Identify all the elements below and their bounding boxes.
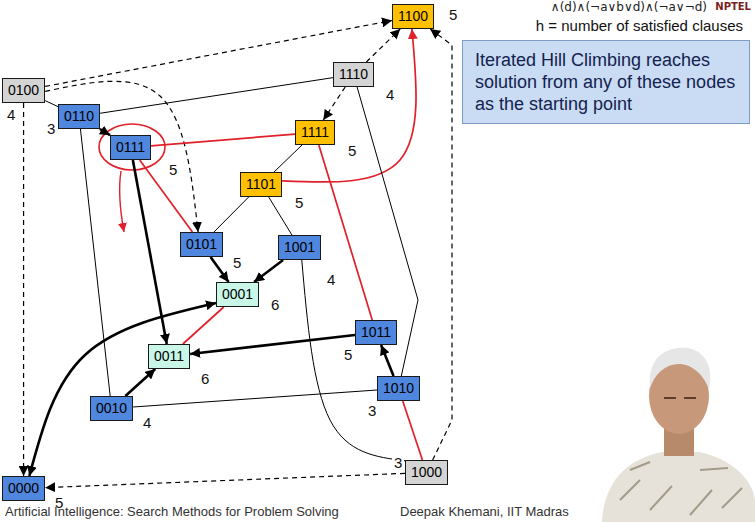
heuristic-value: 5 [346, 143, 358, 159]
hair [650, 348, 711, 390]
heuristic-value: 5 [293, 195, 305, 211]
state-label: 1100 [398, 8, 428, 25]
state-box: 01015 [180, 232, 223, 257]
restart-arrow [430, 29, 452, 460]
shirt-pattern [620, 462, 742, 515]
neighbour-edge [100, 78, 333, 114]
heuristic-value: 6 [199, 371, 211, 387]
state-label: 0100 [8, 82, 39, 99]
restart-arrow [45, 81, 198, 232]
note-text: Iterated Hill Climbing reaches solution … [475, 49, 737, 115]
state-box: 10014 [278, 235, 321, 260]
state-label: 1010 [383, 380, 414, 397]
highlighted-edge [140, 160, 193, 232]
restart-arrow [23, 103, 24, 476]
climb-move-arrow [190, 335, 355, 354]
heuristic-value: 4 [5, 107, 17, 123]
neighbour-edge [133, 390, 377, 407]
state-label: 1001 [284, 239, 315, 256]
shirt [602, 452, 755, 522]
state-box: 10003 [405, 460, 448, 485]
climb-move-arrow [100, 129, 110, 135]
state-box: 01103 [58, 104, 100, 129]
state-box: 00005 [2, 476, 45, 501]
neighbour-edge [45, 101, 58, 107]
heuristic-value: 5 [342, 347, 354, 363]
state-label: 0010 [96, 400, 127, 417]
state-label: 0110 [64, 108, 94, 125]
highlighted-edge [282, 29, 416, 182]
neighbour-edge [269, 197, 292, 235]
climb-move-arrow [381, 345, 393, 376]
state-label: 1101 [246, 176, 276, 193]
footer-title: Artificial Intelligence: Search Methods … [5, 504, 339, 519]
neighbour-edge [274, 145, 302, 172]
formula-text: ∧(d)∧(¬a∨b∨d)∧(¬a∨¬d) [551, 0, 707, 14]
state-box: 01004 [2, 78, 45, 103]
state-label: 1110 [339, 66, 368, 83]
state-box: 00104 [90, 396, 133, 421]
highlighted-edge [183, 307, 224, 344]
restart-arrow [45, 21, 392, 87]
footer-author: Deepak Khemani, IIT Madras [400, 504, 569, 519]
neighbour-edge [214, 197, 249, 232]
state-box: 11104 [333, 62, 374, 87]
state-label: 0111 [116, 139, 145, 156]
neighbour-edge [302, 260, 405, 461]
heuristic-value: 5 [231, 255, 243, 271]
eyes [664, 397, 696, 399]
highlight-circle [99, 124, 165, 170]
heuristic-value: 6 [269, 297, 281, 313]
neighbour-edge [357, 87, 418, 376]
heuristic-value: 4 [325, 272, 337, 288]
state-box: 00116 [148, 344, 190, 369]
state-box: 10103 [377, 376, 420, 401]
state-label: 0011 [154, 348, 184, 365]
climb-move-arrow [211, 257, 229, 282]
state-box: 10115 [355, 320, 397, 345]
highlighted-edge [319, 145, 372, 320]
heuristic-value: 5 [447, 7, 459, 23]
state-box: 00016 [216, 282, 259, 307]
state-label: 0001 [222, 286, 253, 303]
climb-move-arrow [125, 369, 155, 396]
heuristic-note: h = number of satisfied clauses [536, 17, 743, 34]
heuristic-value: 3 [45, 121, 57, 137]
state-label: 1011 [361, 324, 391, 341]
state-box: 11005 [392, 4, 434, 29]
state-label: 0101 [186, 236, 217, 253]
restart-arrow [323, 87, 345, 120]
state-label: 1111 [301, 124, 329, 141]
state-box: 11115 [295, 120, 335, 145]
heuristic-value: 4 [141, 415, 153, 431]
climb-move-arrow [29, 303, 216, 476]
state-label: 0000 [8, 480, 39, 497]
logo-text: NPTEL [715, 1, 751, 12]
climb-move-arrow [254, 260, 283, 282]
state-label: 1000 [411, 464, 442, 481]
state-box: 01115 [110, 135, 151, 160]
highlighted-edge [403, 401, 423, 460]
highlighted-edge [151, 134, 295, 146]
heuristic-value: 3 [366, 403, 378, 419]
annotation-arrow [120, 171, 124, 232]
restart-arrow [366, 29, 400, 62]
note-box: Iterated Hill Climbing reaches solution … [462, 40, 750, 124]
restart-arrow [45, 473, 405, 487]
state-box: 11015 [240, 172, 282, 197]
presenter-photo [602, 348, 755, 522]
heuristic-value: 3 [392, 455, 404, 471]
heuristic-value: 5 [167, 162, 179, 178]
heuristic-value: 4 [384, 87, 396, 103]
